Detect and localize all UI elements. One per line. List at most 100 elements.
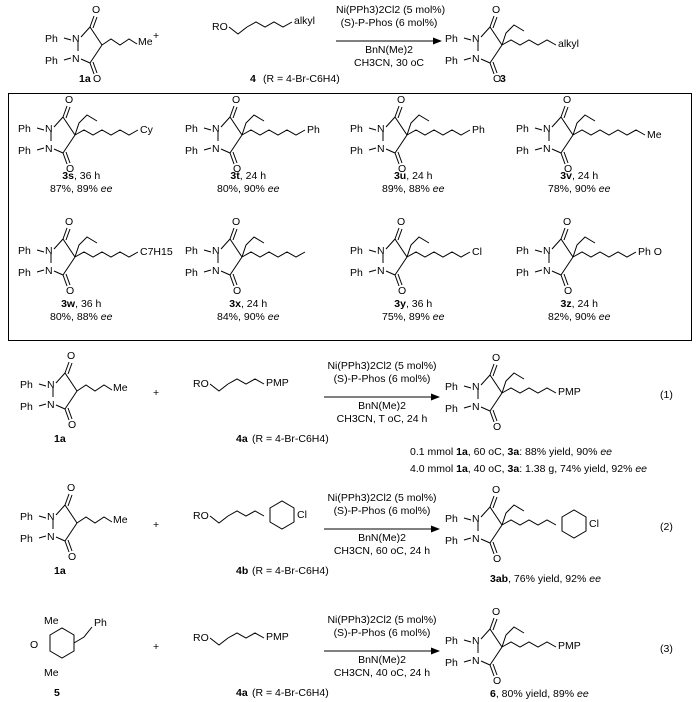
ligand-label: (S)-P-Phos (6 mol%) [340,17,438,29]
alkyl-label: alkyl [294,15,316,27]
result-fragment: , 60 oC, [467,446,508,458]
eq3-reagent-label: 4a [236,687,248,699]
scope-3s-co-bond [65,106,71,119]
sm-1a-n-label: N [72,33,80,45]
product-alkyl-label: alkyl [558,38,580,50]
scope-3y-ph-bond [368,249,377,253]
result-fragment: 1a [456,463,468,475]
eq1-prod-bond [480,406,491,412]
eq3-equation-number: (3) [660,643,673,655]
reaction-time: , 24 h [571,170,599,182]
scope-3t-bond [220,148,231,154]
scope-3v-allene [572,129,646,136]
scope-3z-ph-bond [534,249,543,253]
eq2-result: 3ab, 76% yield, 92% ee [490,573,601,585]
eq2-prod-co-bond [492,541,498,554]
ee-label: ee [267,311,280,323]
scope-3z-allene [572,251,637,258]
eq2-prod-bond [489,506,503,526]
eq1-product-pmp-label: PMP [558,386,581,398]
scope-3t-co-bond [229,105,235,118]
allenyl-chain [246,21,293,28]
scope-3s-o-label: O [65,94,74,106]
scope-3t-tail-label: Ph [307,124,320,136]
scope-3y-bond [385,238,396,250]
sm-1a-co-bond [89,62,95,75]
eq2-methyl-label: Me [113,514,128,526]
eq2-sm-co-bond [64,540,70,553]
prod-3-o-label: O [492,4,501,16]
eq1-sm-co-bond [67,362,73,375]
butyl-chain [101,38,138,46]
eq2-sm-co-bond [64,493,70,506]
scope-3u-o-label: O [397,94,406,106]
scope-3t-n-label: N [212,143,220,155]
scope-3w-n-label: N [45,265,53,277]
base-label: BnN(Me)2 [365,44,413,56]
eq1-prod-n-label: N [472,381,480,393]
scope-3z-butyl [572,236,596,258]
scope-3s-ph-bond [36,127,45,131]
scope-3w-o-label: O [66,285,75,297]
eq1-prod-co-bond [489,363,495,376]
scope-3w-bond [53,238,64,250]
scope-3u-ph-bond [368,127,377,131]
eq2-prod-n-label: N [472,533,480,545]
scope-3u-butyl [406,114,430,136]
eq1-prod-ph-bond [463,385,472,389]
eq3-benzyl-chain [73,626,93,644]
scope-3y-n-label: N [377,265,385,277]
ee-label: ee [267,183,280,195]
eq1-methyl-label: Me [113,382,128,394]
scope-3v-co-bond [560,152,566,165]
yield-ee: 87%, 89% [50,183,101,195]
eq1-sm-co-bond [64,408,70,421]
substrate-scope-frame [8,93,692,341]
eq2-base-label: BnN(Me)2 [358,532,406,544]
sm-1a-o-label: O [92,4,101,16]
scope-3t-co-bond [232,106,238,119]
ee-label: ee [100,183,113,195]
scope-3s-phenyl-label: Ph [18,145,31,157]
yield-ee: 82%, 90% [548,311,599,323]
scope-3s-n-label: N [45,143,53,155]
scope-3x-o-label: O [232,216,241,228]
scope-3z-phenyl-label: Ph [516,267,529,279]
eq3-pmp-label: PMP [266,631,289,643]
eq2-equation-number: (2) [660,521,673,533]
scope-3x-ph-bond [203,269,212,273]
scope-3v-ph-bond [534,147,543,151]
result-fragment: 3a [507,463,520,475]
eq1-sm-n-label: N [47,399,55,411]
scope-3u-n-label: N [377,123,385,135]
scope-3y-allene [406,251,471,258]
scope-3u-co-bond [394,152,400,165]
scope-3s-bond [53,116,64,128]
reaction-time: , 24 h [240,298,268,310]
scope-3t-o-label: O [233,163,242,175]
scope-3v-o-label: O [563,94,572,106]
product-allene-chain [501,39,557,46]
eq3-prod-n-label: N [472,655,480,667]
eq1-allyl-chain [209,383,229,392]
ee-label: ee [598,311,611,323]
reaction-time: , 24 h [239,170,267,182]
scope-3z-ph-bond [534,269,543,273]
eq3-product-allene [501,641,557,648]
eq2-solvent-label: CH3CN, 60 oC, 24 h [333,545,431,557]
scope-3u-co-bond [394,105,400,118]
eq3-product-butyl [501,626,525,648]
scope-3s-ph-bond [36,147,45,151]
sm-1a-o-label: O [93,73,102,85]
eq3-result: 6, 80% yield, 89% ee [490,688,589,700]
prod-3-bond [480,26,491,38]
sm-1a-bond [80,58,91,64]
sm-1a-phenyl-label: Ph [45,33,58,45]
eq1-prod-n-label: N [472,401,480,413]
compound-label-1a: 1a [79,73,91,85]
plus-sign: + [153,30,160,42]
scope-3z-phenyl-label: Ph [516,245,529,257]
sm-1a-ph-bond [63,37,72,41]
